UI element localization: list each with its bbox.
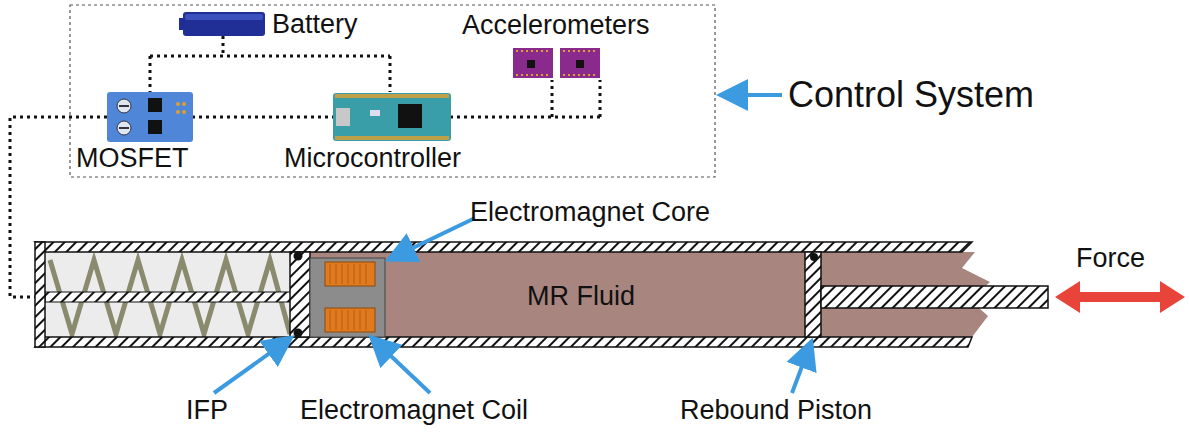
accelerometer-boards (513, 48, 600, 78)
microcontroller-board (333, 93, 451, 141)
part-label: IFP (186, 397, 228, 424)
part-label: Rebound Piston (680, 397, 872, 424)
force-arrow (1055, 281, 1185, 313)
part-label: MOSFET (76, 145, 189, 172)
group-frame (70, 5, 715, 177)
force-label: Force (1076, 245, 1145, 272)
mosfet-board (107, 92, 193, 142)
damper-body (35, 242, 1048, 347)
battery-symbol (183, 12, 265, 36)
part-label: Battery (272, 11, 358, 38)
region-label: MR Fluid (527, 283, 635, 310)
leader-arrows (214, 218, 810, 393)
leader-arrow (724, 93, 782, 97)
group-heading: Control System (788, 77, 1034, 113)
part-label: Electromagnet Coil (300, 397, 528, 424)
part-label: Accelerometers (462, 12, 650, 39)
part-label: Microcontroller (284, 145, 461, 172)
part-label: Electromagnet Core (470, 199, 710, 226)
